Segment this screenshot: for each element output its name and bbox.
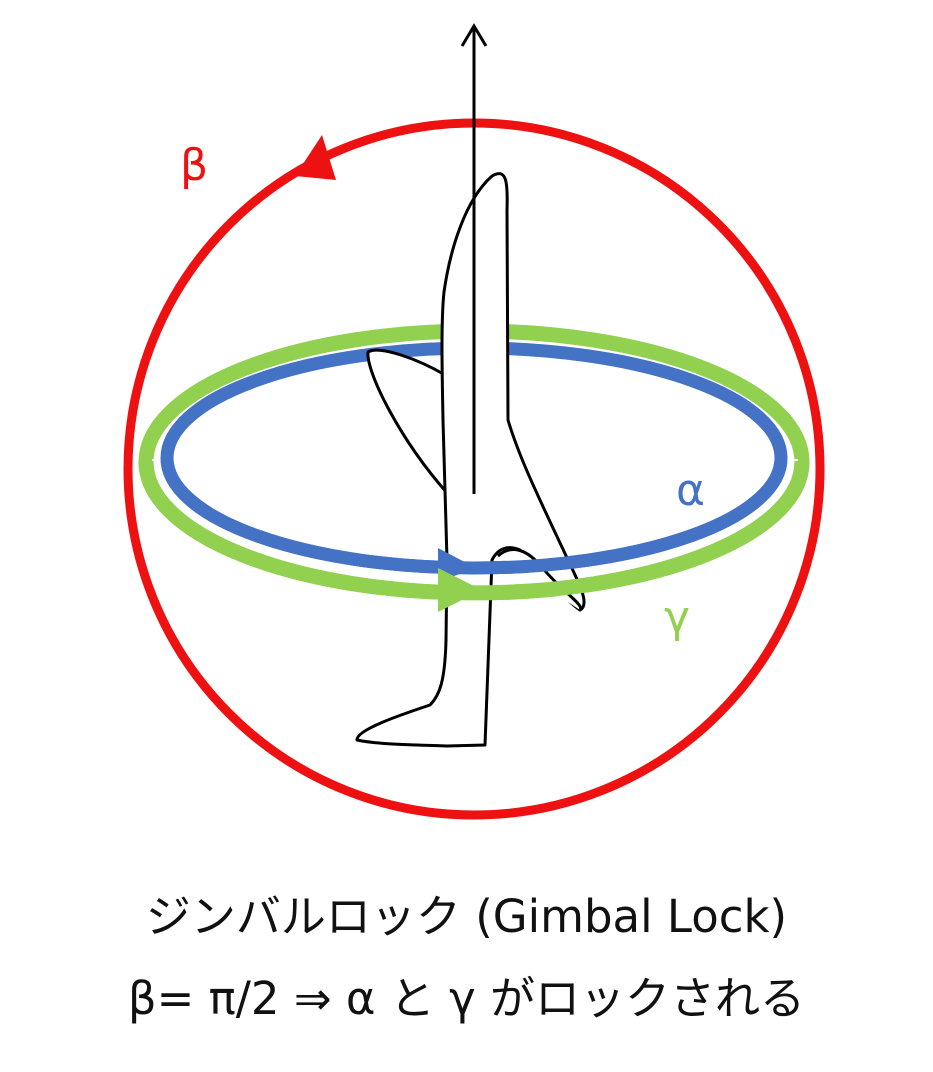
gamma-arrowhead [438,568,482,612]
alpha-label: α [676,465,705,516]
gimbal-diagram-svg: β α γ [123,23,825,820]
beta-label: β [180,140,208,191]
caption-title: ジンバルロック (Gimbal Lock) [145,890,788,943]
airplane-outline [355,172,586,748]
airplane-fuselage [355,172,586,748]
gamma-label: γ [664,592,690,643]
airplane-upper-wing [366,348,450,495]
rotation-axis-arrowhead [460,23,488,47]
beta-arrowhead [295,135,336,180]
caption-subtitle: β= π/2 ⇒ α と γ がロックされる [127,972,806,1025]
